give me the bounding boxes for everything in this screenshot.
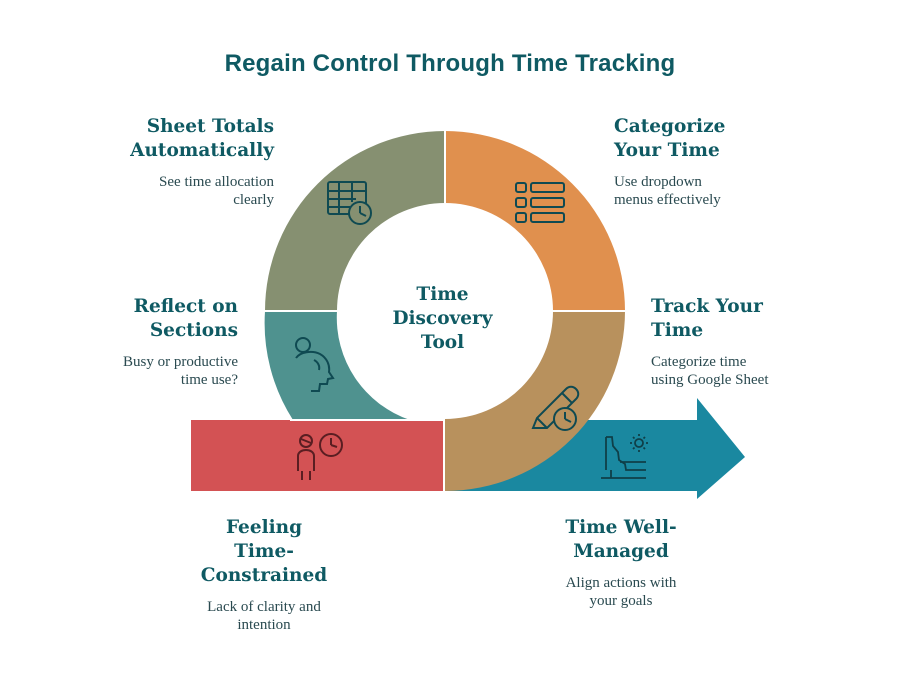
step-time-well-managed: Time Well- Managed Align actions with yo… xyxy=(521,516,721,610)
segment-separators xyxy=(264,130,626,492)
description-line: time use? xyxy=(180,372,238,388)
description-line: See time allocation xyxy=(159,174,274,190)
heading-line: Categorize xyxy=(614,116,726,137)
heading-line: Automatically xyxy=(130,140,274,161)
center-label: Time Discovery Tool xyxy=(385,283,500,355)
heading-line: Time- xyxy=(234,541,294,562)
block-feeling-time-constrained xyxy=(191,420,444,491)
description-line: Busy or productive xyxy=(123,354,238,370)
person-clock-icon xyxy=(297,433,343,480)
heading-line: Managed xyxy=(573,541,669,562)
heading-line: Sections xyxy=(149,320,238,341)
step-description: Categorize time using Google Sheet xyxy=(651,353,881,389)
step-heading: Sheet Totals Automatically xyxy=(44,115,274,163)
description-line: menus effectively xyxy=(614,192,721,208)
step-heading: Track Your Time xyxy=(651,295,881,343)
heading-line: Constrained xyxy=(200,565,328,586)
description-line: clearly xyxy=(233,192,274,208)
heading-line: Time xyxy=(651,320,704,341)
description-line: Categorize time xyxy=(651,354,747,370)
center-line-3: Tool xyxy=(420,332,465,353)
sunrise-cliff-icon xyxy=(601,434,648,479)
segment-track xyxy=(445,311,625,491)
description-line: Lack of clarity and xyxy=(207,599,321,615)
heading-line: Time Well- xyxy=(565,517,677,538)
step-description: Use dropdown menus effectively xyxy=(614,173,844,209)
heading-line: Feeling xyxy=(225,517,303,538)
step-categorize: Categorize Your Time Use dropdown menus … xyxy=(614,115,844,209)
center-line-2: Discovery xyxy=(392,308,493,329)
description-line: Align actions with xyxy=(565,575,677,591)
center-line-1: Time xyxy=(416,284,469,305)
heading-line: Your Time xyxy=(614,140,720,161)
description-line: Use dropdown xyxy=(614,174,702,190)
heading-line: Track Your xyxy=(651,296,763,317)
step-heading: Categorize Your Time xyxy=(614,115,844,163)
spreadsheet-clock-icon xyxy=(327,181,372,225)
step-track: Track Your Time Categorize time using Go… xyxy=(651,295,881,389)
step-feeling-time-constrained: Feeling Time- Constrained Lack of clarit… xyxy=(164,516,364,634)
heading-line: Reflect on xyxy=(133,296,238,317)
page-title: Regain Control Through Time Tracking xyxy=(224,50,676,77)
step-description: See time allocation clearly xyxy=(44,173,274,209)
step-reflect: Reflect on Sections Busy or productive t… xyxy=(18,295,238,389)
description-line: intention xyxy=(237,617,291,633)
step-description: Align actions with your goals xyxy=(521,574,721,610)
list-icon xyxy=(515,182,565,223)
step-heading: Time Well- Managed xyxy=(521,516,721,564)
heading-line: Sheet Totals xyxy=(146,116,274,137)
description-line: your goals xyxy=(589,593,653,609)
pencil-clock-icon xyxy=(531,385,580,431)
head-profile-icon xyxy=(295,337,335,392)
step-sheet-totals: Sheet Totals Automatically See time allo… xyxy=(44,115,274,209)
step-heading: Feeling Time- Constrained xyxy=(164,516,364,588)
step-description: Lack of clarity and intention xyxy=(164,598,364,634)
description-line: using Google Sheet xyxy=(651,372,769,388)
step-description: Busy or productive time use? xyxy=(18,353,238,389)
step-heading: Reflect on Sections xyxy=(18,295,238,343)
